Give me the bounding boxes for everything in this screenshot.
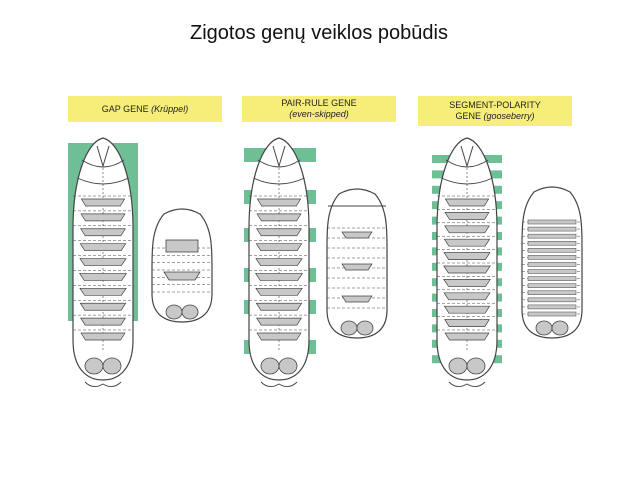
pair-embryo-segment — [256, 332, 302, 341]
gap-embryo-segment — [80, 228, 126, 237]
seg-embryo-segment — [444, 225, 490, 234]
gap-embryo-segment — [79, 258, 127, 266]
gap-gene-panel — [68, 137, 213, 387]
seg-larva-band — [527, 276, 577, 281]
gap-embryo-head-line — [81, 159, 125, 168]
seg-larva-band — [527, 269, 577, 274]
pair-embryo-tail-lobe — [260, 357, 280, 375]
seg-embryo-segment — [444, 212, 490, 220]
pair-embryo-segment — [256, 317, 302, 326]
gap-embryo-segment — [80, 213, 126, 222]
gap-embryo-tail-lobe — [102, 357, 122, 375]
gap-larva-outline — [151, 208, 213, 323]
seg-embryo-mouth — [460, 145, 474, 168]
gap-gene-label: GAP GENE (Krüppel) — [68, 96, 222, 122]
segment-polarity-gene-heading2: GENE — [455, 111, 481, 121]
seg-embryo-segment — [443, 238, 491, 247]
pair-embryo-segment — [255, 258, 303, 266]
seg-embryo-segment — [444, 319, 490, 327]
seg-embryo-segment — [443, 305, 491, 314]
seg-larva-band — [527, 304, 577, 310]
pair-embryo-head-line — [257, 159, 301, 168]
gap-larva-segment — [163, 271, 201, 281]
seg-larva-band — [527, 248, 577, 253]
seg-embryo-segment — [444, 332, 490, 341]
gap-embryo-segment — [79, 287, 127, 296]
seg-embryo-segment — [443, 265, 491, 274]
pair-embryo-segment — [255, 243, 303, 252]
seg-larva-tail — [535, 320, 553, 336]
gap-embryo-segment — [79, 243, 127, 252]
segment-polarity-gene-panel — [432, 137, 583, 387]
gap-embryo-segment — [78, 273, 128, 281]
pair-embryo-mouth — [272, 145, 286, 168]
pair-embryo-segment — [255, 302, 303, 311]
gap-embryo-segment — [79, 302, 127, 311]
gap-gene-heading: GAP GENE — [101, 103, 149, 114]
gap-larva-tail — [165, 304, 183, 320]
pair-embryo-segment — [256, 213, 302, 222]
gap-embryo-tail-lobe — [84, 357, 104, 375]
pair-embryo-segment — [256, 228, 302, 237]
pair-larva-denticle — [341, 263, 373, 271]
seg-larva-band — [527, 255, 577, 260]
seg-larva-band — [527, 219, 577, 225]
gap-larva-tail — [181, 304, 199, 320]
pair-embryo-tail-end — [260, 381, 298, 387]
pair-embryo-segment — [256, 198, 302, 207]
seg-larva-band — [527, 240, 577, 246]
segment-polarity-gene-heading: SEGMENT-POLARITY — [449, 100, 541, 110]
gap-embryo-segment — [80, 317, 126, 326]
segment-polarity-gene-label: SEGMENT-POLARITY GENE (gooseberry) — [418, 96, 572, 126]
seg-embryo-tail-lobe — [466, 357, 486, 375]
pair-larva-tail — [356, 320, 374, 336]
seg-larva-band — [527, 226, 577, 232]
seg-embryo-tail-end — [448, 381, 486, 387]
pair-rule-gene-panel — [244, 137, 388, 387]
gap-gene-name: (Krüppel) — [151, 103, 189, 114]
gap-larva-thorax-block — [165, 239, 199, 253]
gap-embryo-segment — [80, 332, 126, 341]
seg-embryo-segment — [443, 252, 491, 260]
segment-polarity-gene-name: (gooseberry) — [483, 111, 535, 121]
pair-rule-gene-heading: PAIR-RULE GENE — [281, 98, 357, 108]
gap-embryo-tail-end — [84, 381, 122, 387]
pair-larva-outline — [326, 188, 388, 339]
pair-larva-tail — [340, 320, 358, 336]
gap-embryo-mouth — [96, 145, 110, 168]
pair-rule-gene-name: (even-skipped) — [289, 109, 349, 119]
pair-embryo-segment — [255, 287, 303, 296]
seg-embryo-head-line — [445, 159, 489, 168]
pair-embryo-segment — [254, 273, 304, 281]
seg-embryo-tail-lobe — [448, 357, 468, 375]
seg-larva-band — [527, 262, 577, 267]
seg-larva-tail — [551, 320, 569, 336]
pair-larva-denticle — [341, 295, 373, 303]
pair-larva-denticle — [341, 231, 373, 239]
pair-rule-gene-label: PAIR-RULE GENE (even-skipped) — [242, 96, 396, 122]
seg-larva-band — [527, 290, 577, 296]
seg-larva-band — [527, 311, 577, 317]
seg-larva-band — [527, 283, 577, 288]
pair-embryo-tail-lobe — [278, 357, 298, 375]
seg-embryo-segment — [443, 279, 491, 287]
seg-larva-band — [527, 233, 577, 239]
seg-embryo-segment — [444, 198, 490, 207]
seg-larva-band — [527, 297, 577, 303]
slide-title: Zigotos genų veiklos pobūdis — [190, 22, 448, 44]
gap-embryo-segment — [80, 198, 126, 207]
seg-embryo-segment — [443, 292, 491, 301]
